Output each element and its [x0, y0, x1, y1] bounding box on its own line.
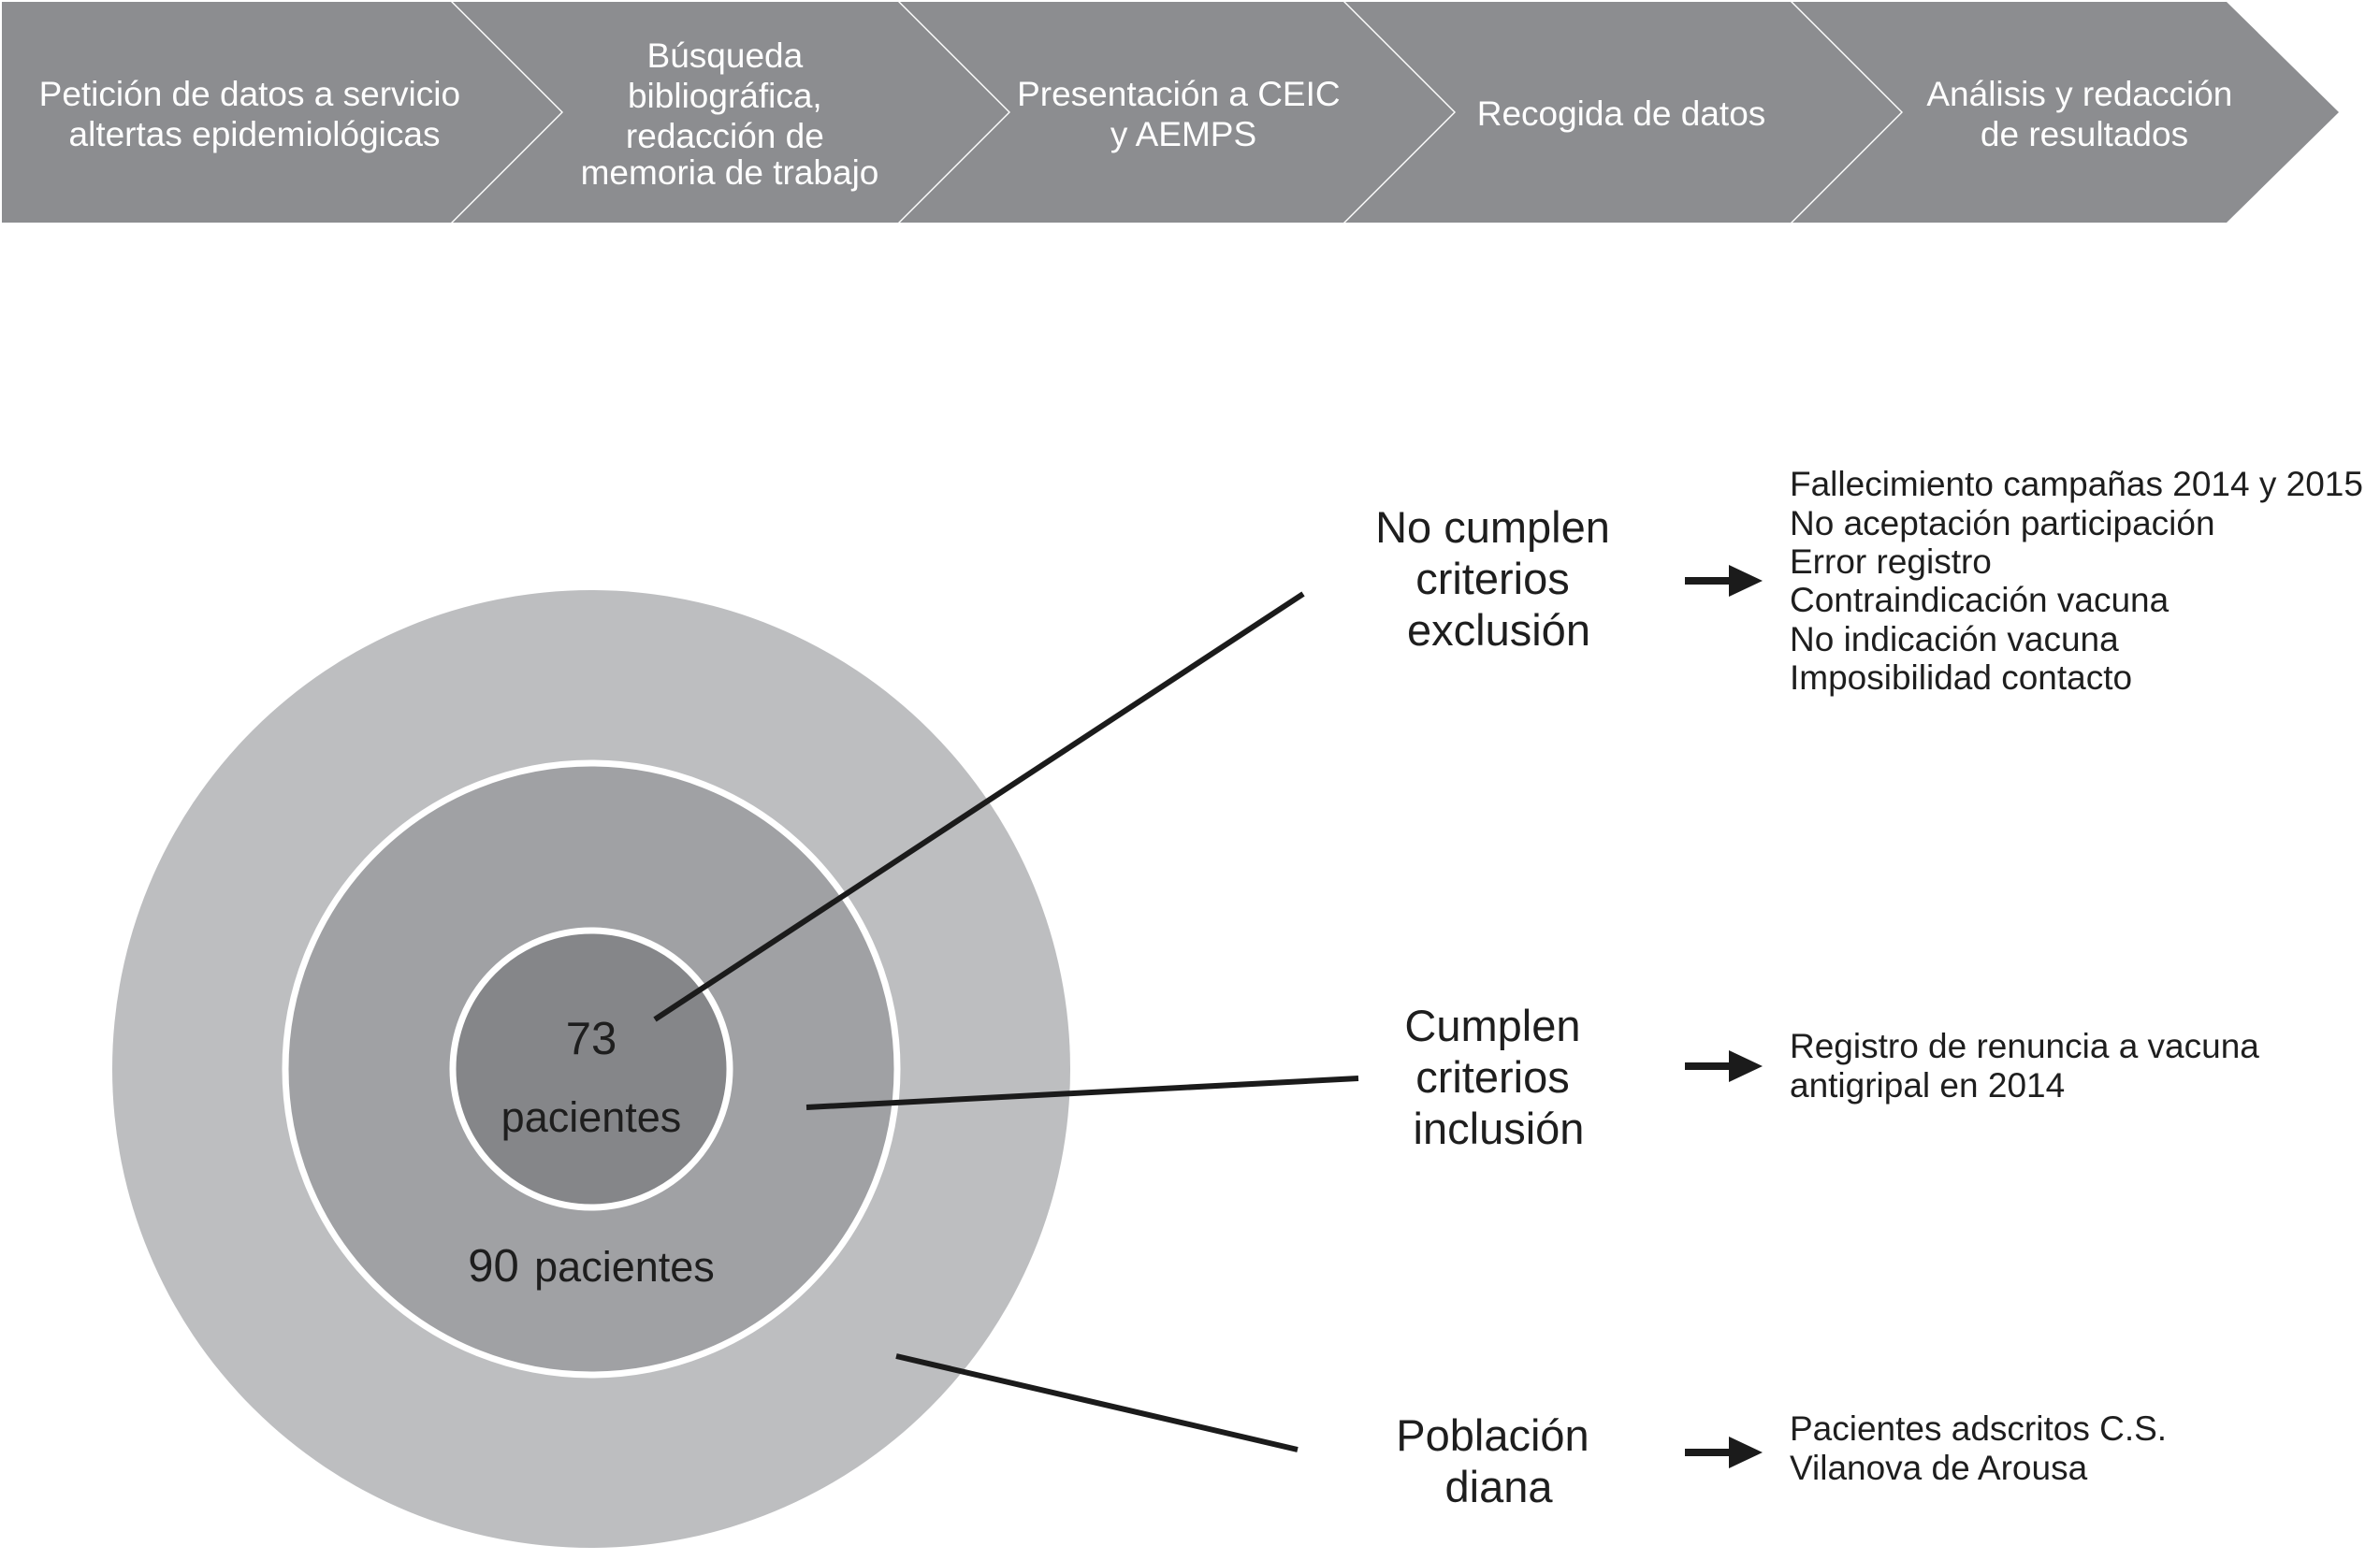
- arrow-head: [1729, 1437, 1763, 1468]
- step-text: Análisis y redacción de resultados: [1926, 75, 2242, 153]
- step-line: altertas epidemiológicas: [69, 115, 441, 153]
- detail-line: Vilanova de Arousa: [1790, 1449, 2088, 1487]
- step-text: Presentación a CEIC y AEMPS: [1017, 75, 1350, 153]
- detail-line: Contraindicación vacuna: [1790, 581, 2170, 619]
- detail-line: Pacientes adscritos C.S.: [1790, 1409, 2167, 1448]
- detail-line: No aceptación participación: [1790, 504, 2215, 542]
- arrow-icon: [1685, 1437, 1763, 1468]
- group-inclusion: Cumplen criterios inclusión Registro de …: [1404, 1001, 2269, 1153]
- group-exclusion: No cumplen criterios exclusión Fallecimi…: [1375, 465, 2373, 697]
- middle-circle-unit: pacientes: [534, 1243, 715, 1291]
- inner-circle: [449, 927, 733, 1211]
- step-text: Recogida de datos: [1477, 94, 1766, 133]
- process-flow: Petición de datos a servicio altertas ep…: [2, 2, 2339, 223]
- process-step-3: Presentación a CEIC y AEMPS: [900, 2, 1454, 223]
- arrow-head: [1729, 1050, 1763, 1082]
- chevron-shape: [453, 2, 1009, 223]
- chevron-shape: [900, 2, 1454, 223]
- process-step-2: Búsqueda bibliográfica, redacción de mem…: [453, 2, 1009, 223]
- step-line: Recogida de datos: [1477, 94, 1766, 133]
- step-line: Petición de datos a servicio: [39, 75, 460, 113]
- detail-line: antigripal en 2014: [1790, 1066, 2065, 1105]
- connector-line-exclusion: [653, 591, 1305, 1022]
- group-details: Fallecimiento campañas 2014 y 2015 No ac…: [1790, 465, 2373, 697]
- inner-circle-count: 73: [566, 1014, 617, 1064]
- group-label-line: Cumplen: [1404, 1001, 1580, 1050]
- connector-lines: [653, 591, 1359, 1452]
- chevron-shape: [1345, 2, 1901, 223]
- step-text: Búsqueda bibliográfica, redacción de mem…: [581, 36, 879, 192]
- arrow-icon: [1685, 1050, 1763, 1082]
- arrow-head: [1729, 565, 1763, 597]
- step-line: Análisis y redacción: [1926, 75, 2232, 113]
- group-label-line: diana: [1445, 1462, 1554, 1511]
- step-line: de resultados: [1981, 115, 2188, 153]
- group-label-line: criterios: [1415, 554, 1570, 603]
- inner-circle-unit: pacientes: [501, 1093, 682, 1141]
- group-label: Cumplen criterios inclusión: [1404, 1001, 1592, 1153]
- group-label-line: Población: [1396, 1410, 1589, 1460]
- detail-line: Imposibilidad contacto: [1790, 658, 2132, 697]
- connector-line-target: [895, 1353, 1299, 1452]
- connector-line-inclusion: [805, 1076, 1359, 1110]
- process-step-5: Análisis y redacción de resultados: [1792, 2, 2339, 223]
- middle-circle-count: 90: [468, 1241, 519, 1292]
- chevron-shape: [2, 2, 561, 223]
- group-label-line: No cumplen: [1375, 502, 1610, 552]
- group-label-line: inclusión: [1414, 1104, 1585, 1153]
- step-line: redacción de: [626, 117, 824, 155]
- group-details: Registro de renuncia a vacuna antigripal…: [1790, 1027, 2269, 1105]
- process-step-1: Petición de datos a servicio altertas ep…: [2, 2, 561, 223]
- detail-line: No indicación vacuna: [1790, 620, 2119, 658]
- detail-line: Fallecimiento campañas 2014 y 2015: [1790, 465, 2363, 503]
- step-line: memoria de trabajo: [581, 153, 879, 192]
- step-line: bibliográfica,: [628, 77, 822, 115]
- group-label: Población diana: [1396, 1410, 1602, 1511]
- detail-line: Error registro: [1790, 542, 1992, 581]
- step-text: Petición de datos a servicio altertas ep…: [39, 75, 471, 153]
- process-step-4: Recogida de datos: [1345, 2, 1901, 223]
- group-details: Pacientes adscritos C.S. Vilanova de Aro…: [1790, 1409, 2176, 1487]
- population-circles: [112, 590, 1070, 1548]
- step-line: y AEMPS: [1110, 115, 1256, 153]
- group-label: No cumplen criterios exclusión: [1375, 502, 1622, 655]
- arrow-icon: [1685, 565, 1763, 597]
- group-label-line: criterios: [1415, 1052, 1570, 1102]
- detail-line: Registro de renuncia a vacuna: [1790, 1027, 2259, 1065]
- group-target-population: Población diana Pacientes adscritos C.S.…: [1396, 1409, 2176, 1511]
- step-line: Búsqueda: [647, 36, 804, 75]
- group-label-line: exclusión: [1407, 605, 1590, 655]
- step-line: Presentación a CEIC: [1017, 75, 1341, 113]
- chevron-shape: [1792, 2, 2339, 223]
- middle-circle-label: 90 pacientes: [468, 1241, 715, 1292]
